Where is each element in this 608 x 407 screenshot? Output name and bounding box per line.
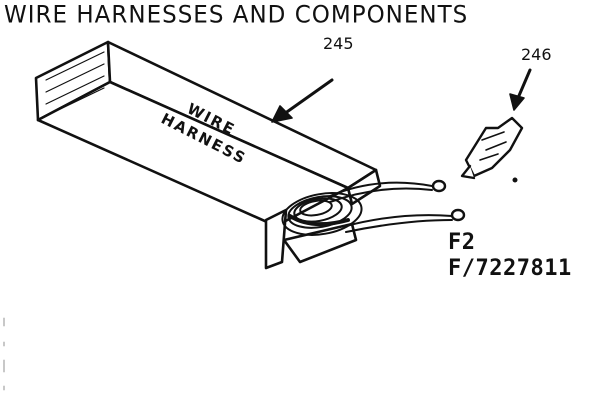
arrow-245-shaft [282, 78, 334, 116]
wire-coils [281, 192, 363, 236]
wire-lead-lower [345, 214, 453, 227]
callout-246: 246 [521, 45, 552, 64]
arrow-246-head [509, 93, 525, 111]
ring-terminal-lower [450, 208, 466, 222]
end-face-shading [45, 51, 105, 115]
coil-shading [288, 214, 350, 227]
wire-lead-lower-2 [345, 219, 453, 233]
box-flap-bottom [282, 222, 358, 264]
callout-245: 245 [323, 34, 354, 53]
wire-lead-upper-2 [329, 187, 433, 203]
ring-terminal-upper [431, 179, 447, 193]
wire-lead-upper [329, 181, 433, 197]
diagram-title: WIRE HARNESSES AND COMPONENTS [4, 1, 469, 29]
stray-dot [512, 177, 518, 183]
figure-code-line1: F2 [448, 230, 476, 255]
arrow-245-head [271, 105, 293, 123]
box-flap-top [346, 168, 382, 206]
connector-clip [460, 116, 524, 180]
box-flap-side [264, 208, 288, 270]
arrow-246-shaft [516, 68, 532, 100]
figure-code-line2: F/7227811 [448, 256, 572, 281]
